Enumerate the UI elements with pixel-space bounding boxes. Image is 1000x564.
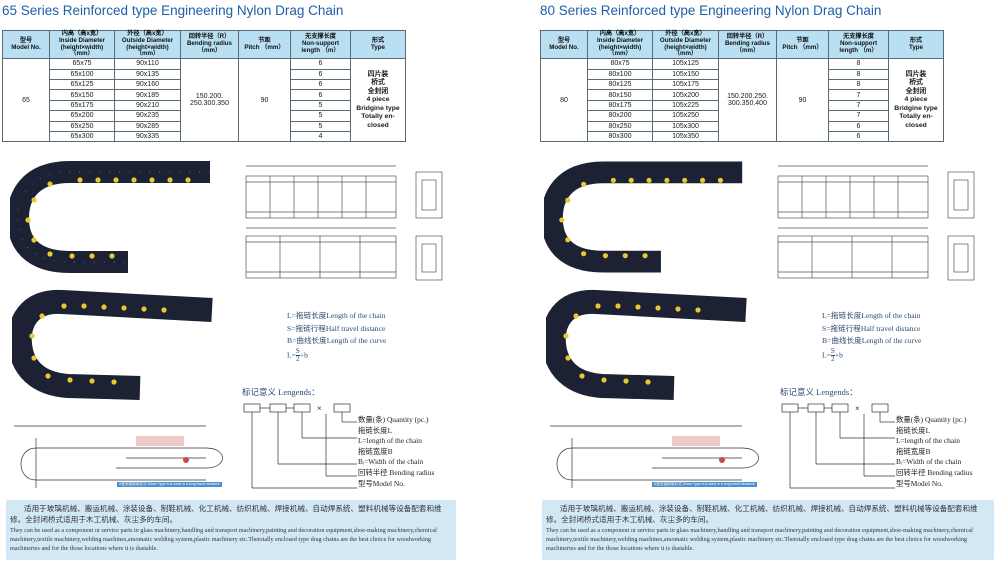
legend-diagram: × [243,403,357,489]
note-chinese: 适用于玻璃机械、搬运机械、涂装设备、制鞋机械、化工机械、纺织机械、焊接机械、自动… [10,504,442,524]
formula-l: L=拖链长度Length of the chain [287,311,386,320]
application-note: 适用于玻璃机械、搬运机械、涂装设备、制鞋机械、化工机械、纺织机械、焊接机械、自动… [542,500,994,560]
drag-chain-photo-top [10,161,210,273]
formula-s: S=拖链行程Half travel distance [822,323,921,333]
drag-chain-photo-top [544,161,743,273]
cell-inside: 80x75 [587,58,653,70]
formula-block: L=拖链长度Length of the chain S=拖链行程Half tra… [822,310,921,363]
cell-nonsupport: 6 [290,58,351,70]
model-cell: 80 [540,58,588,143]
install-note: A型安装使用形式 When Type A is used in a long t… [652,482,757,487]
header-bending: 回转半径（R）Bending radius （mm） [718,29,777,60]
cell-inside: 65x75 [49,58,115,70]
cell-outside: 105x125 [652,58,719,70]
formula-b: B=曲线长度Length of the curve [822,336,922,345]
svg-text:×: × [317,404,322,413]
pitch-cell: 90 [776,58,829,143]
bending-radius-cell: 150.200.250.300.350.400 [718,58,777,143]
header-outside: 外径（高x宽）Outside Diameter (height×width) （… [652,29,719,60]
header-inside: 内高（高x宽）Inside Diameter (height×width) （m… [587,29,653,60]
bending-radius-cell: 150.200.250.300.350 [180,58,239,143]
header-bending: 回转半径（R）Bending radius （mm） [180,29,239,60]
table-row: 65 65x75 90x110 150.200.250.300.350 90 6… [2,58,406,143]
dimension-drawing [777,165,975,281]
note-chinese: 适用于玻璃机械、搬运机械、涂装设备、制鞋机械、化工机械、纺织机械、焊接机械、自动… [546,504,978,524]
dimension-drawing [245,165,443,281]
formula-b: B=曲线长度Length of the curve [287,336,387,345]
formula-s: S=拖链行程Half travel distance [287,323,386,333]
panel-80-series: 80 Series Reinforced type Engineering Ny… [540,0,998,564]
cell-outside: 90x110 [114,58,181,70]
install-note: A型安装使用形式 When Type A is used in a long t… [117,482,222,487]
drag-chain-photo-bottom [546,289,747,400]
installation-diagram [14,425,223,488]
table-row: 80 80x75 105x125 150.200.250.300.350.400… [540,58,944,143]
legend-title: 标记意义 Lengends： [780,387,858,397]
svg-text:×: × [855,404,860,413]
page-title: 80 Series Reinforced type Engineering Ny… [540,3,882,18]
legend-list: 数量(条) Quantity (pc.) 拖链长度L L=length of t… [358,415,435,488]
formula-block: L=拖链长度Length of the chain S=拖链行程Half tra… [287,310,386,363]
page-title: 65 Series Reinforced type Engineering Ny… [2,3,344,18]
legend-list: 数量(条) Quantity (pc.) 拖链长度L L=length of t… [896,415,973,488]
installation-diagram [550,425,759,488]
note-english: They can be used as a component or servi… [546,527,973,553]
model-cell: 65 [2,58,50,143]
cell-nonsupport: 8 [828,58,889,70]
header-outside: 外径（高x宽）Outside Diameter (height×width) （… [114,29,181,60]
formula-l: L=拖链长度Length of the chain [822,311,921,320]
header-inside: 内高（高x宽）Inside Diameter (height×width) （m… [49,29,115,60]
panel-65-series: 65 Series Reinforced type Engineering Ny… [2,0,498,564]
drag-chain-photo-bottom [12,289,213,400]
legend-title: 标记意义 Lengends： [242,387,320,397]
legend-diagram: × [781,403,895,489]
note-english: They can be used as a component or servi… [10,527,437,553]
application-note: 适用于玻璃机械、搬运机械、涂装设备、制鞋机械、化工机械、纺织机械、焊接机械、自动… [6,500,456,560]
pitch-cell: 90 [238,58,291,143]
